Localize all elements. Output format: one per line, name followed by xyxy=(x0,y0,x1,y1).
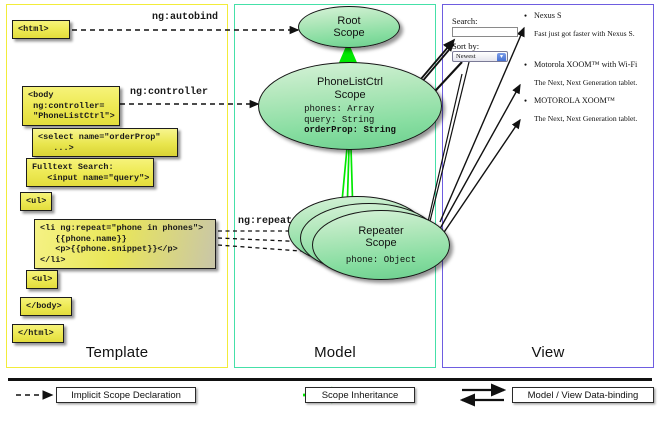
scope-repeater-title-line1: Repeater xyxy=(358,224,404,237)
list-bullet-icon: ● xyxy=(524,99,528,104)
scope-repeater-props: phone: Object xyxy=(346,255,416,266)
view-phone-name[interactable]: MOTOROLA XOOM™ xyxy=(534,96,615,105)
code-box-li-repeat: <li ng:repeat="phone in phones"> {{phone… xyxy=(34,219,216,269)
scope-prop-phones: phones: Array xyxy=(304,104,375,115)
scope-root-title-line1: Root xyxy=(337,14,361,27)
scope-root-title-line2: Scope xyxy=(333,27,365,39)
list-bullet-icon: ● xyxy=(524,63,528,68)
code-box-html-close: </html> xyxy=(12,324,64,343)
view-sort-select[interactable]: Newest ▾ xyxy=(452,51,508,62)
scope-root: Root Scope xyxy=(298,6,400,48)
code-box-ul-open: <ul> xyxy=(20,192,52,211)
view-sort-selected-value: Newest xyxy=(456,53,476,60)
arrow-label-ng-controller: ng:controller xyxy=(130,87,209,98)
panel-model xyxy=(234,4,436,368)
panel-label-view: View xyxy=(531,344,565,361)
code-box-body-open: <body ng:controller= "PhoneListCtrl"> xyxy=(22,86,120,126)
code-box-ul-close: <ul> xyxy=(26,270,58,289)
arrow-label-ng-autobind: ng:autobind xyxy=(152,12,219,23)
view-sort-label: Sort by: xyxy=(452,41,480,51)
view-search-input[interactable] xyxy=(452,27,518,37)
scope-phonelistctrl-title-line1: PhoneListCtrl xyxy=(316,76,384,89)
code-box-html-open: <html> xyxy=(12,20,70,39)
scope-prop-orderprop: orderProp: String xyxy=(304,125,396,136)
view-search-label: Search: xyxy=(452,16,478,26)
code-box-select: <select name="orderProp" ...> xyxy=(32,128,178,157)
view-phone-snippet: The Next, Next Generation tablet. xyxy=(534,78,638,87)
code-box-body-close: </body> xyxy=(20,297,72,316)
scope-phonelistctrl-props: phones: Array query: String orderProp: S… xyxy=(304,104,396,136)
chevron-down-icon: ▾ xyxy=(497,53,506,61)
view-phone-snippet: Fast just got faster with Nexus S. xyxy=(534,29,635,38)
legend-item-implicit-scope-declaration: Implicit Scope Declaration xyxy=(56,387,196,403)
view-phone-name[interactable]: Motorola XOOM™ with Wi-Fi xyxy=(534,60,638,69)
list-bullet-icon: ● xyxy=(524,14,528,19)
scope-prop-query: query: String xyxy=(304,114,375,125)
scope-prop-phone: phone: Object xyxy=(345,254,417,265)
panel-label-template: Template xyxy=(85,344,149,361)
view-phone-name[interactable]: Nexus S xyxy=(534,11,562,20)
scope-phonelistctrl: PhoneListCtrl Scope phones: Array query:… xyxy=(258,62,442,150)
code-box-search-input: Fulltext Search: <input name="query"> xyxy=(26,158,154,187)
panel-label-model: Model xyxy=(314,344,356,361)
scope-repeater-title-line2: Scope xyxy=(365,237,397,250)
scope-phonelistctrl-title-line2: Scope xyxy=(334,88,366,101)
legend-divider xyxy=(8,378,652,381)
scope-repeater: Repeater Scope phone: Object xyxy=(312,210,450,280)
legend-item-model-view-data-binding: Model / View Data-binding xyxy=(512,387,654,403)
view-phone-snippet: The Next, Next Generation tablet. xyxy=(534,114,638,123)
arrow-label-ng-repeat: ng:repeat xyxy=(238,216,293,227)
legend-item-scope-inheritance: Scope Inheritance xyxy=(305,387,415,403)
